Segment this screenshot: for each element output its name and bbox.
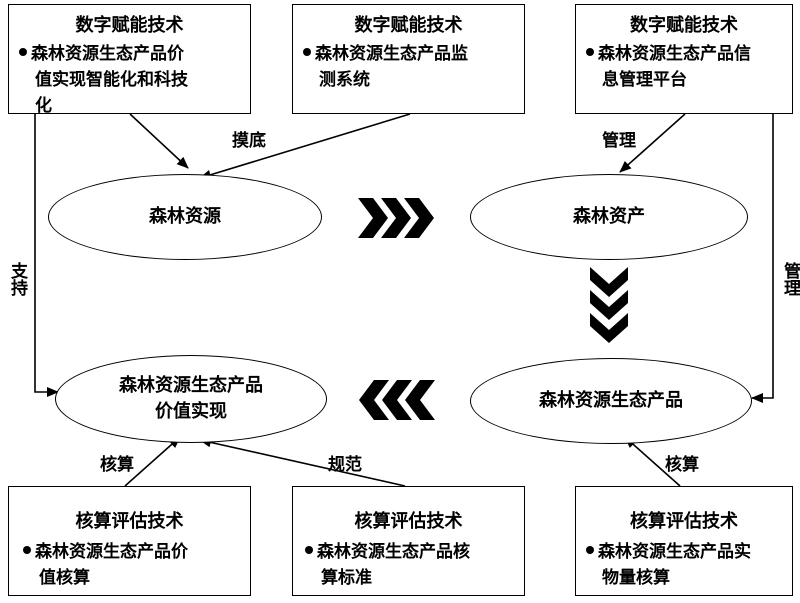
box-title: 核算评估技术 bbox=[354, 511, 463, 532]
bullet-line: 物量核算 bbox=[602, 568, 670, 588]
box-bullet: 森林资源生态产品价 值实现智能化和科技 化 bbox=[19, 41, 188, 119]
bullet-line: 息管理平台 bbox=[602, 70, 687, 90]
ellipse-label: 价值实现 bbox=[155, 401, 227, 422]
chevron-down-icon bbox=[590, 267, 628, 343]
tech-box-digital-monitor: 数字赋能技术 森林资源生态产品监 测系统 bbox=[292, 4, 525, 114]
bullet-line: 值实现智能化和科技 bbox=[35, 70, 188, 90]
ellipse-value-realization: 森林资源生态产品 价值实现 bbox=[55, 355, 327, 443]
bullet-line: 值核算 bbox=[39, 568, 90, 588]
label-account-left: 核算 bbox=[100, 455, 134, 475]
label-manage-top: 管理 bbox=[602, 131, 636, 151]
ellipse-label: 森林资源生态产品 bbox=[539, 390, 683, 411]
bullet-icon bbox=[586, 48, 594, 56]
bullet-line: 森林资源生态产品核 bbox=[317, 542, 470, 562]
ellipse-forest-asset: 森林资产 bbox=[470, 174, 748, 260]
arrow-box2-to-forest-resource bbox=[199, 113, 411, 180]
arrow-bbox1-to-value bbox=[124, 436, 181, 487]
ellipse-label: 森林资源 bbox=[149, 206, 221, 227]
arrow-bbox2-to-value bbox=[199, 437, 406, 487]
tech-box-accounting-standard: 核算评估技术 森林资源生态产品核 算标准 bbox=[292, 486, 525, 596]
box-title: 核算评估技术 bbox=[630, 511, 738, 532]
bullet-icon bbox=[19, 48, 27, 56]
box-bullet: 森林资源生态产品监 测系统 bbox=[303, 41, 468, 93]
bullet-line: 森林资源生态产品实 bbox=[598, 542, 751, 562]
box-bullet: 森林资源生态产品信 息管理平台 bbox=[586, 41, 751, 93]
box-bullet: 森林资源生态产品核 算标准 bbox=[305, 539, 470, 591]
label-support: 支持 bbox=[7, 262, 27, 296]
label-account-right: 核算 bbox=[665, 455, 699, 475]
arrow-box1-to-forest-resource bbox=[129, 113, 189, 169]
bullet-line: 测系统 bbox=[319, 70, 370, 90]
ellipse-forest-resource: 森林资源 bbox=[48, 174, 322, 260]
label-standardize: 规范 bbox=[328, 455, 362, 475]
label-manage-side: 管理 bbox=[780, 262, 800, 296]
bullet-icon bbox=[305, 546, 313, 554]
arrow-bbox3-to-eco-product bbox=[624, 436, 681, 487]
bullet-icon bbox=[586, 546, 594, 554]
chevron-left-icon bbox=[359, 380, 435, 420]
arrow-support bbox=[34, 114, 59, 397]
chevron-right-icon bbox=[358, 198, 434, 238]
arrow-manage-side bbox=[751, 114, 774, 403]
box-title: 数字赋能技术 bbox=[630, 15, 738, 36]
box-bullet: 森林资源生态产品价 值核算 bbox=[23, 539, 188, 591]
box-title: 数字赋能技术 bbox=[354, 15, 463, 36]
bullet-line: 森林资源生态产品信 bbox=[598, 44, 751, 64]
tech-box-digital-smart: 数字赋能技术 森林资源生态产品价 值实现智能化和科技 化 bbox=[8, 4, 251, 116]
bullet-line: 算标准 bbox=[321, 568, 372, 588]
bullet-line: 森林资源生态产品价 bbox=[35, 542, 188, 562]
box-bullet: 森林资源生态产品实 物量核算 bbox=[586, 539, 751, 591]
tech-box-accounting-value: 核算评估技术 森林资源生态产品价 值核算 bbox=[8, 486, 251, 596]
ellipse-label: 森林资源生态产品 bbox=[119, 375, 263, 396]
arrow-box3-to-forest-asset bbox=[619, 113, 686, 173]
box-title: 核算评估技术 bbox=[75, 511, 184, 532]
bullet-icon bbox=[23, 546, 31, 554]
bullet-line: 森林资源生态产品价 bbox=[31, 44, 184, 64]
tech-box-digital-info: 数字赋能技术 森林资源生态产品信 息管理平台 bbox=[575, 4, 793, 114]
bullet-line: 森林资源生态产品监 bbox=[315, 44, 468, 64]
tech-box-accounting-physical: 核算评估技术 森林资源生态产品实 物量核算 bbox=[575, 486, 793, 596]
bullet-line: 化 bbox=[35, 96, 52, 116]
label-survey: 摸底 bbox=[232, 131, 266, 151]
ellipse-label: 森林资产 bbox=[573, 206, 645, 227]
bullet-icon bbox=[303, 48, 311, 56]
box-title: 数字赋能技术 bbox=[75, 15, 184, 36]
ellipse-eco-product: 森林资源生态产品 bbox=[470, 358, 752, 444]
